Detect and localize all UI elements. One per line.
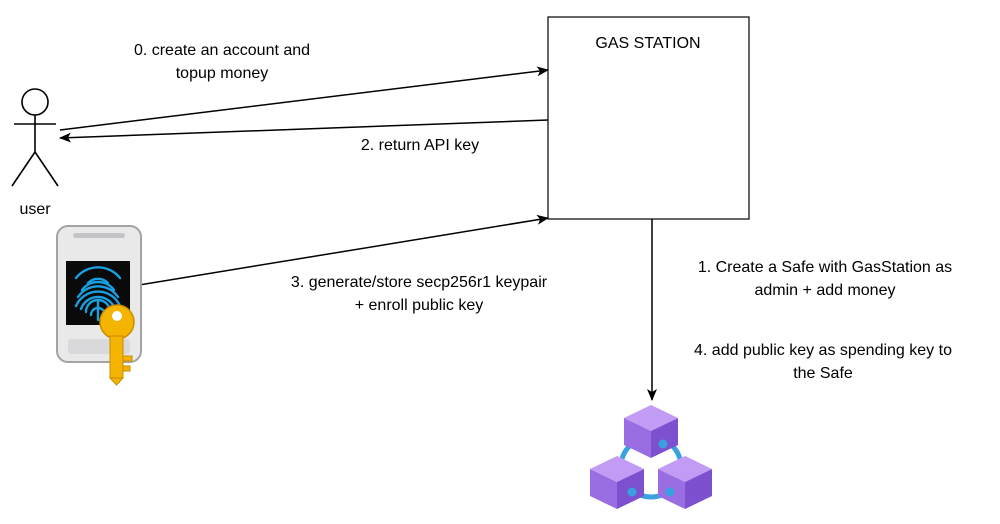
gas-station-label: GAS STATION [595,35,700,52]
edge-create-safe-line2: admin + add money [755,282,896,299]
edge-generate-keypair-line2: + enroll public key [355,297,484,314]
edge-add-public-key-line2: the Safe [793,365,853,382]
user-stick-figure-icon [11,88,59,187]
key-icon [99,304,135,386]
edge-create-account-line2: topup money [176,65,269,82]
cube-left [590,456,644,509]
edge-create-safe-line1: 1. Create a Safe with GasStation as [698,259,952,276]
arrow-return-api-key [59,119,549,143]
user-label: user [19,201,51,218]
edge-add-public-key-line1: 4. add public key as spending key to [694,342,952,359]
phone-fingerprint-icon [56,225,142,363]
edge-generate-keypair-line1: 3. generate/store secp256r1 keypair [291,274,548,291]
blockchain-cubes-icon [590,405,712,509]
arrow-create-account [59,66,549,131]
gas-station-box [547,16,750,220]
edge-create-account-line1: 0. create an account and [134,42,310,59]
cube-top [624,405,678,458]
arrow-generate-keypair [132,214,549,287]
edge-return-api-key-label: 2. return API key [361,137,479,154]
cube-right [658,456,712,509]
